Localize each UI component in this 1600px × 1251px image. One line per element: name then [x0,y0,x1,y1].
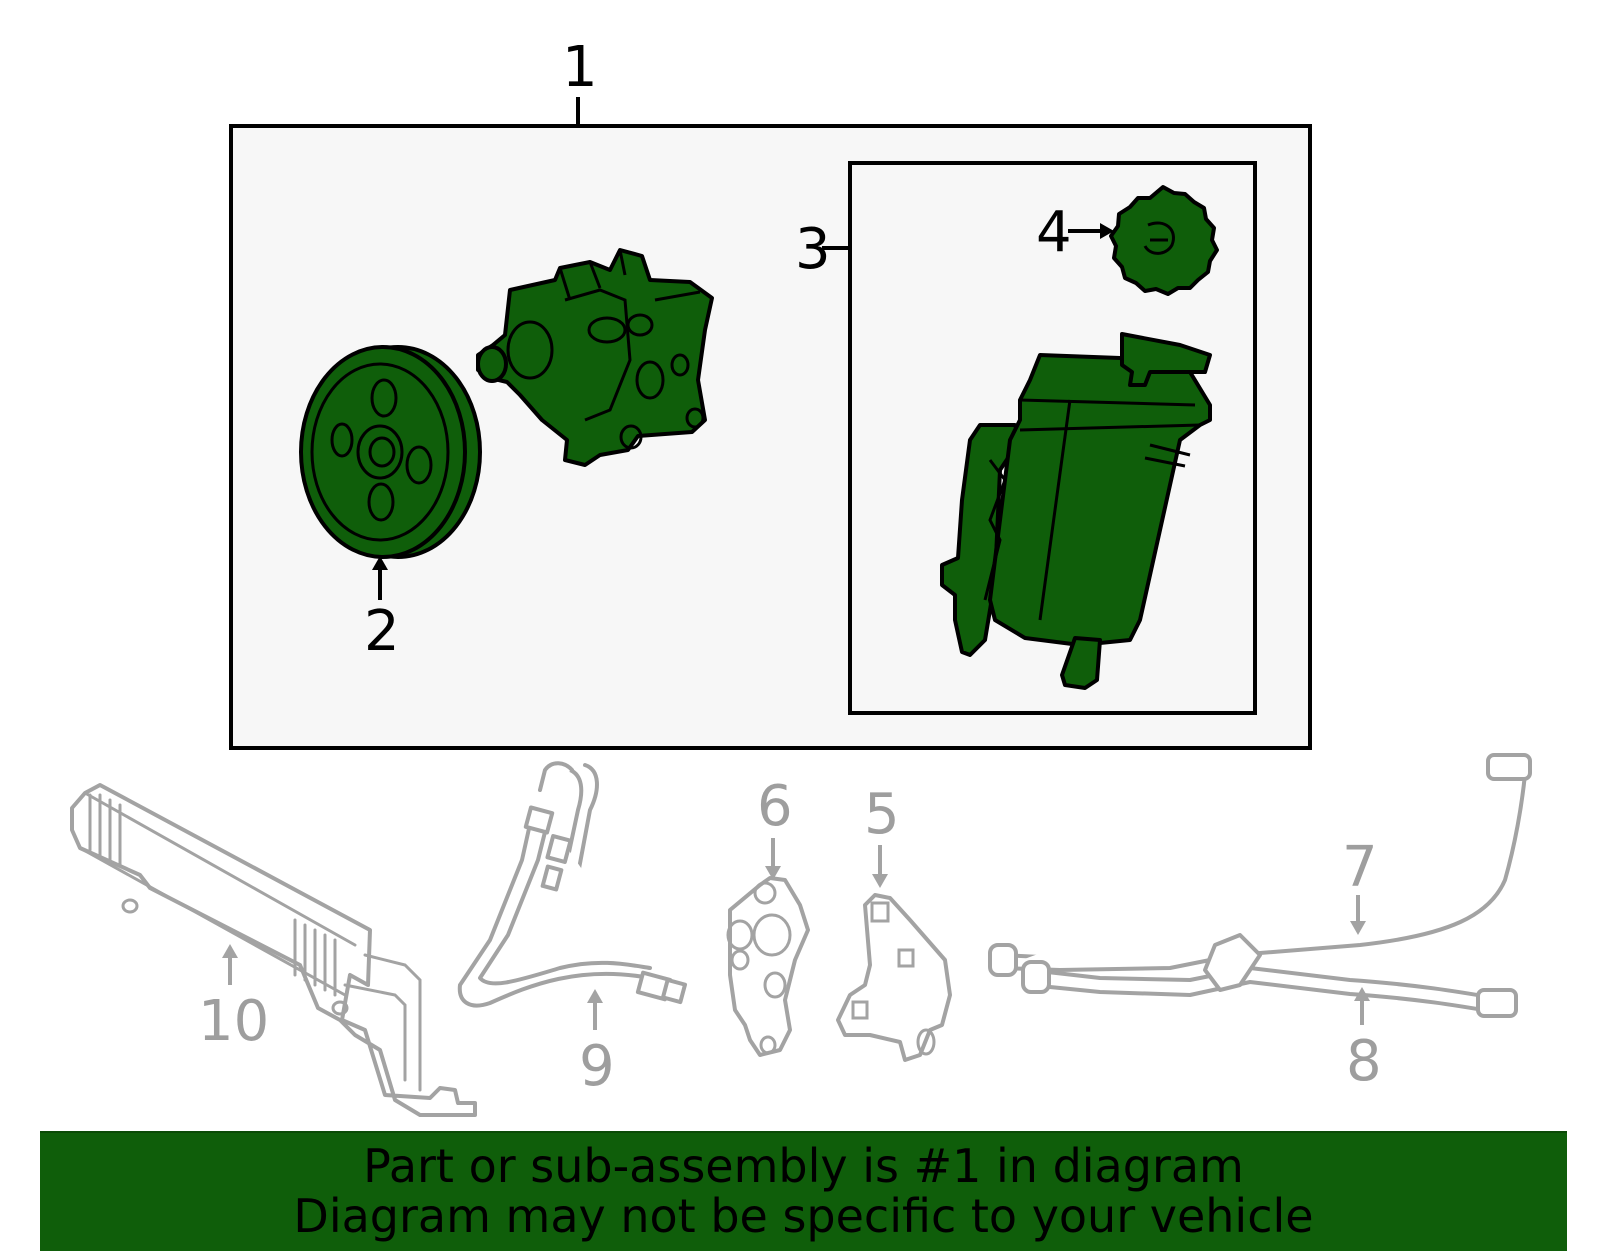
arrowhead-7 [1350,921,1366,935]
arrowhead-10 [222,944,238,958]
callout-7[interactable]: 7 [1342,835,1378,900]
callout-9[interactable]: 9 [579,1034,615,1099]
callout-4[interactable]: 4 [1036,200,1072,265]
callout-8[interactable]: 8 [1346,1029,1382,1094]
callout-3[interactable]: 3 [795,217,831,282]
arrowhead-6 [765,866,781,880]
arrowhead-9 [587,989,603,1003]
hose-part-9[interactable] [457,761,688,1008]
callout-2[interactable]: 2 [364,599,400,664]
arrowhead-8 [1354,987,1370,1001]
callout-6[interactable]: 6 [757,774,793,839]
reservoir-part-3[interactable] [940,332,1212,690]
bracket-part-6[interactable] [726,876,810,1057]
pulley-part-2[interactable] [299,345,482,559]
cooler-part-10[interactable] [70,783,477,1117]
arrowhead-4 [1100,223,1114,239]
callout-1[interactable]: 1 [562,35,598,100]
banner-line-1: Part or sub-assembly is #1 in diagram [363,1139,1244,1193]
disclaimer-banner: Part or sub-assembly is #1 in diagram Di… [40,1131,1567,1251]
power-steering-pump[interactable] [476,248,714,467]
bracket-part-5[interactable] [836,893,952,1062]
callout-5[interactable]: 5 [864,782,900,847]
reservoir-cap-part-4[interactable] [1109,185,1219,296]
callout-10[interactable]: 10 [198,989,269,1054]
banner-line-2: Diagram may not be specific to your vehi… [293,1189,1314,1243]
hoses-part-7-8[interactable] [988,753,1532,1018]
arrowhead-5 [872,874,888,888]
arrowhead-2 [372,556,388,570]
